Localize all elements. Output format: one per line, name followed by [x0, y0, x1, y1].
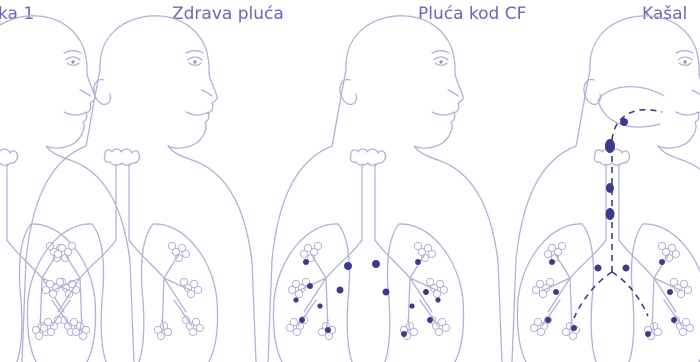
mucus-dots [293, 259, 440, 337]
figure-panel-1 [0, 16, 134, 362]
figure-healthy-lungs [22, 16, 256, 362]
open-mouth-upper [598, 87, 664, 100]
figure-cough [512, 16, 700, 362]
figure-cf-lungs [268, 16, 502, 362]
